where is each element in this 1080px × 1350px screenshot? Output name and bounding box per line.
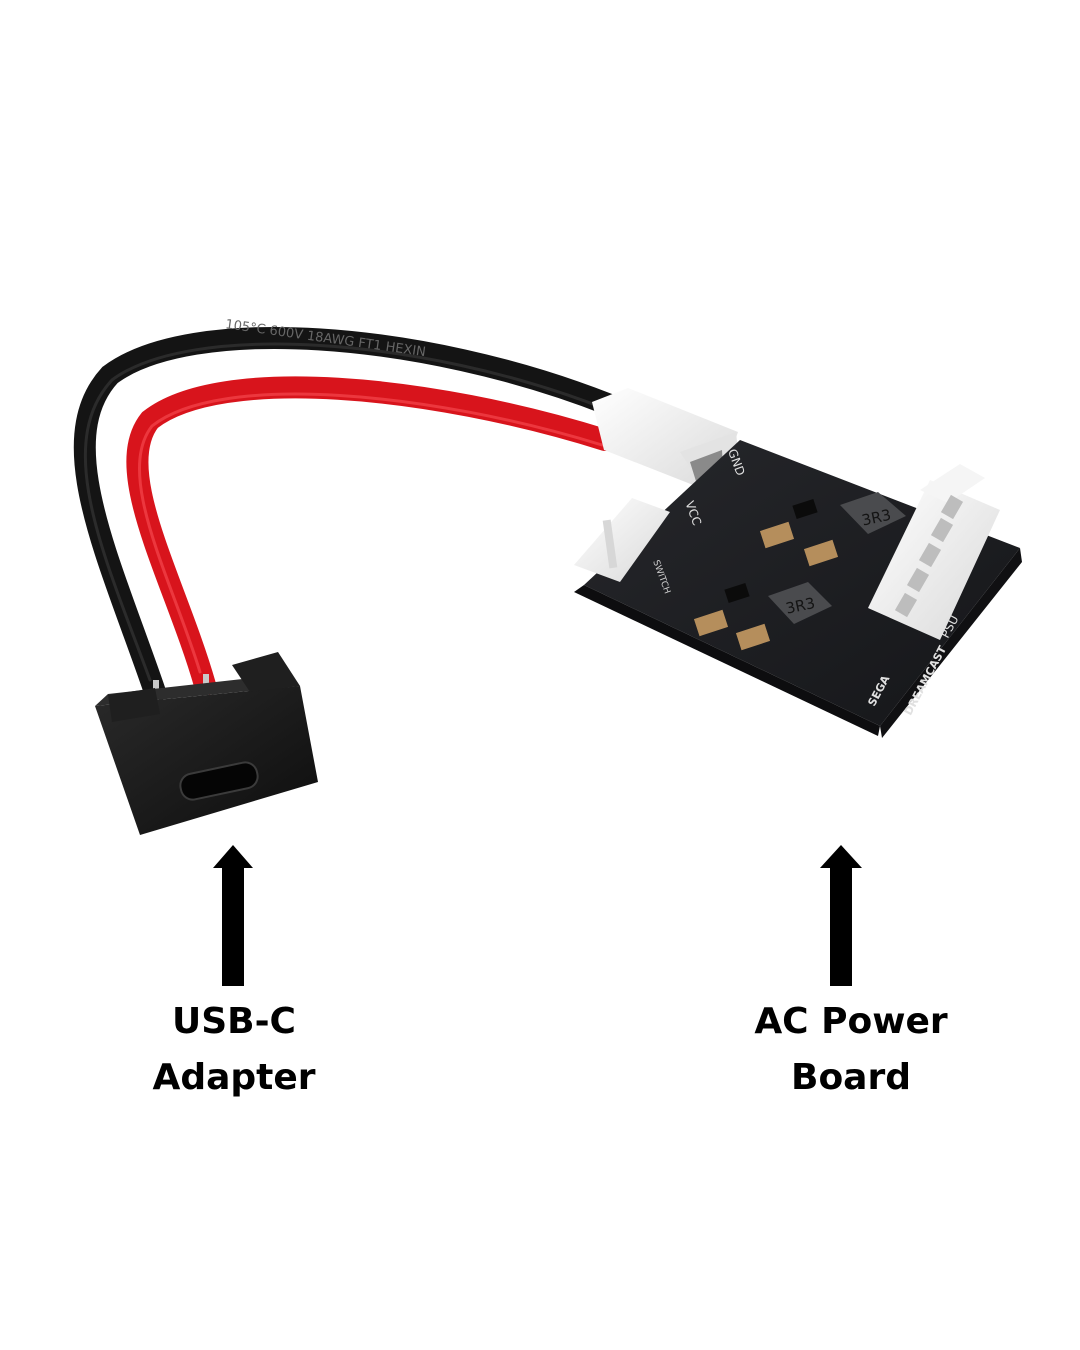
- switch-header: [574, 498, 670, 582]
- usb-c-adapter-label-line2: Adapter: [152, 1057, 316, 1098]
- usb-c-adapter-label-line1: USB-C: [172, 1001, 296, 1042]
- arrow-up-icon: [213, 845, 253, 986]
- arrow-up-icon: [820, 845, 862, 986]
- psu-connector: [868, 464, 1000, 640]
- capacitors: [693, 521, 839, 651]
- black-wire: 105°C 600V 18AWG FT1 HEXIN: [73, 317, 621, 703]
- usb-c-port: [179, 761, 259, 801]
- usb-c-adapter-label: USB-C Adapter: [74, 994, 394, 1106]
- inductor-top: 3R3: [840, 492, 906, 534]
- ac-power-board-label-line1: AC Power: [754, 1001, 948, 1042]
- inductor-top-label: 3R3: [860, 506, 893, 530]
- ac-power-board: 3R3 3R3 VCC GND SWITCH PSU SEGA DREAMCAS…: [574, 440, 1022, 738]
- inductor-bottom-label: 3R3: [784, 594, 817, 618]
- red-wire: [126, 376, 616, 696]
- ac-power-board-label: AC Power Board: [691, 994, 1011, 1106]
- ac-power-board-label-line2: Board: [791, 1057, 911, 1098]
- usb-c-adapter: [95, 652, 318, 835]
- chips: [724, 498, 818, 604]
- inductor-bottom: 3R3: [768, 582, 832, 624]
